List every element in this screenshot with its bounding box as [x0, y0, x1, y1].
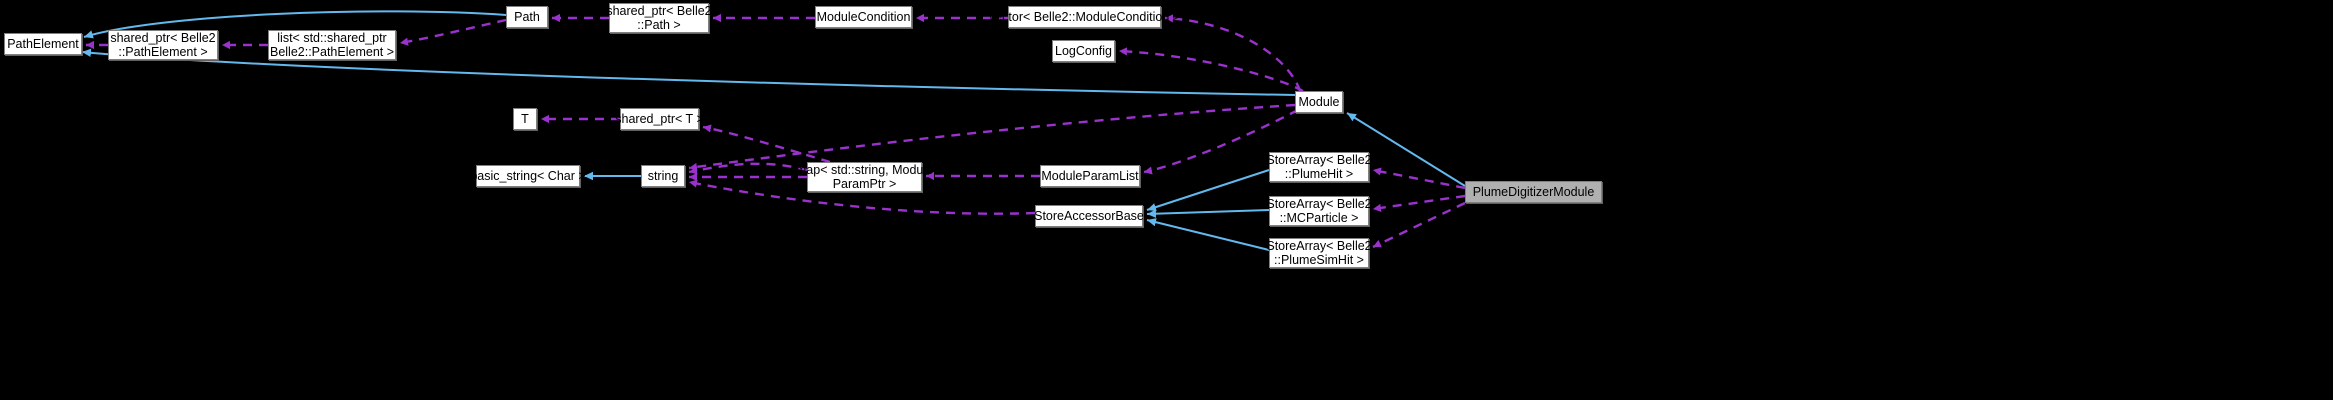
node-shared-ptr-path-element[interactable]: shared_ptr< Belle2 ::PathElement >	[108, 30, 218, 60]
node-label: Path	[514, 10, 540, 24]
edge-map-string-module-param-to-shared-ptr-t	[702, 124, 831, 164]
edge-plume-digitizer-module-to-store-array-plume-hit	[1372, 167, 1466, 190]
node-label: LogConfig	[1055, 44, 1112, 58]
edge-map-string-module-param-to-string	[688, 162, 808, 175]
node-label: PathElement	[7, 37, 79, 51]
node-label: shared_ptr< Belle2 ::Path >	[606, 4, 712, 32]
node-module-param-list[interactable]: ModuleParamList	[1040, 165, 1140, 187]
node-label: ModuleCondition	[816, 10, 911, 24]
node-shared-ptr-path[interactable]: shared_ptr< Belle2 ::Path >	[606, 3, 712, 33]
node-t[interactable]: T	[513, 108, 537, 130]
node-label: StoreArray< Belle2 ::PlumeSimHit >	[1266, 239, 1372, 267]
node-label: StoreArray< Belle2 ::MCParticle >	[1266, 197, 1372, 225]
node-log-config[interactable]: LogConfig	[1052, 40, 1115, 62]
node-label: StoreAccessorBase	[1034, 209, 1144, 223]
node-shared-ptr-t[interactable]: shared_ptr< T >	[615, 108, 704, 130]
node-vector-module-condition[interactable]: vector< Belle2::ModuleCondition >	[989, 6, 1180, 28]
node-store-accessor-base[interactable]: StoreAccessorBase	[1034, 205, 1144, 227]
node-store-array-mc-particle[interactable]: StoreArray< Belle2 ::MCParticle >	[1266, 196, 1372, 226]
node-label: shared_ptr< T >	[615, 112, 704, 126]
node-plume-digitizer-module[interactable]: PlumeDigitizerModule	[1465, 181, 1602, 203]
edge-store-array-plume-simhit-to-store-accessor-base	[1146, 218, 1270, 251]
node-store-array-plume-simhit[interactable]: StoreArray< Belle2 ::PlumeSimHit >	[1266, 238, 1372, 268]
edge-module-to-vector-module-condition	[1164, 14, 1302, 92]
node-label: T	[521, 112, 529, 126]
node-label: shared_ptr< Belle2 ::PathElement >	[110, 31, 216, 59]
edge-plume-digitizer-module-to-store-array-plume-simhit	[1372, 201, 1466, 249]
node-basic-string-char[interactable]: basic_string< Char >	[470, 165, 586, 187]
edge-path-to-list-shared-ptr	[399, 18, 507, 46]
node-label: Module	[1298, 95, 1340, 109]
node-path-element[interactable]: PathElement	[4, 33, 82, 55]
edge-module-to-string	[688, 103, 1296, 171]
edge-module-to-log-config	[1118, 47, 1304, 93]
node-label: ModuleParamList	[1041, 169, 1139, 183]
edge-plume-digitizer-module-to-store-array-mc-particle	[1372, 194, 1466, 212]
edge-store-array-mc-particle-to-store-accessor-base	[1146, 209, 1270, 218]
node-label: basic_string< Char >	[470, 169, 586, 183]
node-list-shared-ptr[interactable]: list< std::shared_ptr < Belle2::PathElem…	[259, 30, 405, 60]
node-module[interactable]: Module	[1295, 91, 1343, 113]
node-map-string-module-param[interactable]: map< std::string, Module ParamPtr >	[796, 162, 933, 192]
node-label: StoreArray< Belle2 ::PlumeHit >	[1266, 153, 1372, 181]
edge-store-array-plume-hit-to-store-accessor-base	[1146, 169, 1270, 212]
node-label: map< std::string, Module ParamPtr >	[795, 163, 934, 191]
node-store-array-plume-hit[interactable]: StoreArray< Belle2 ::PlumeHit >	[1266, 152, 1372, 182]
node-path[interactable]: Path	[506, 6, 548, 28]
node-label: string	[647, 169, 679, 183]
node-string[interactable]: string	[641, 165, 685, 187]
node-label: vector< Belle2::ModuleCondition >	[988, 10, 1181, 24]
node-label: list< std::shared_ptr < Belle2::PathElem…	[259, 31, 405, 59]
node-label: PlumeDigitizerModule	[1472, 185, 1595, 199]
node-module-condition[interactable]: ModuleCondition	[815, 6, 912, 28]
